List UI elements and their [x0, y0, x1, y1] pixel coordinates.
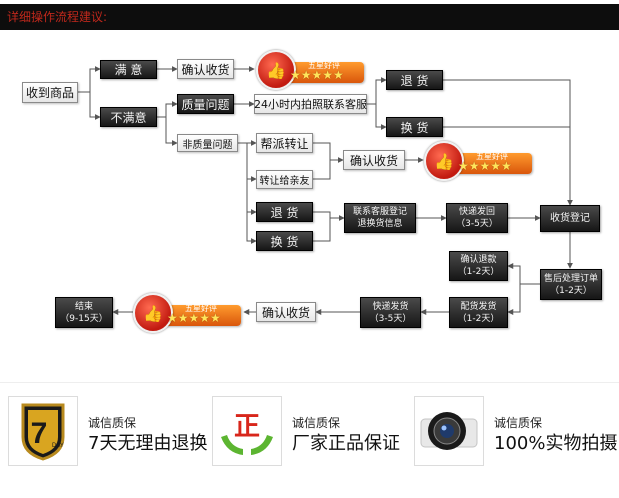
7-day-shield-icon: 7 DAY — [8, 396, 78, 466]
five-star-badge-1: 👍 五星好评 ★★★★★ — [256, 50, 364, 90]
node-quality-issue: 质量问题 — [177, 94, 234, 114]
node-satisfied: 满 意 — [100, 60, 157, 79]
guarantee-2-small: 诚信质保 — [292, 416, 341, 430]
section-title: 详细操作流程建议: — [7, 10, 108, 24]
node-end: 结束 （9-15天） — [55, 297, 113, 328]
node-confirm-receipt-1: 确认收货 — [177, 59, 234, 79]
node-exchange-2: 换 货 — [256, 231, 313, 251]
node-confirm-receipt-3: 确认收货 — [256, 302, 316, 322]
node-express-return: 快递发回 （3-5天） — [446, 203, 508, 233]
express-return-line1: 快递发回 — [458, 207, 495, 217]
node-receive-goods: 收到商品 — [22, 82, 78, 103]
node-return-2: 退 货 — [256, 202, 313, 222]
badge-stars: ★★★★★ — [167, 311, 221, 325]
dispatch-line1: 配货发货 — [460, 301, 497, 312]
node-exchange-1: 换 货 — [386, 117, 443, 137]
express-return-line2: （3-5天） — [456, 219, 498, 229]
express-ship-line2: （3-5天） — [369, 313, 412, 324]
node-return-1: 退 货 — [386, 70, 443, 90]
end-line1: 结束 — [74, 301, 93, 312]
thumbs-up-icon: 👍 — [133, 293, 173, 333]
express-ship-line1: 快递发货 — [372, 301, 409, 312]
guarantee-3-small: 诚信质保 — [494, 416, 543, 430]
camera-lens-icon — [414, 396, 484, 466]
badge-stars: ★★★★★ — [290, 68, 344, 82]
end-line2: （9-15天） — [60, 313, 108, 324]
badge-label: 五星好评 — [185, 304, 217, 313]
shield-day: DAY — [52, 443, 64, 449]
register-cs-line2: 退换货信息 — [357, 219, 403, 229]
badge-stars: ★★★★★ — [458, 159, 512, 173]
node-after-sales: 售后处理订单 （1-2天） — [540, 269, 602, 300]
guarantee-3-big: 100%实物拍摄 — [494, 433, 618, 454]
badge-label: 五星好评 — [476, 152, 508, 161]
node-help-transfer: 帮派转让 — [256, 133, 313, 153]
node-receipt-register: 收货登记 — [540, 205, 600, 232]
node-confirm-refund: 确认退款 （1-2天） — [449, 251, 508, 281]
after-sales-line1: 售后处理订单 — [543, 273, 598, 284]
node-confirm-receipt-2: 确认收货 — [343, 150, 405, 170]
section-title-bar: 详细操作流程建议: — [0, 4, 619, 30]
node-transfer-friend: 转让给亲友 — [256, 170, 313, 189]
node-dispatch: 配货发货 （1-2天） — [449, 297, 508, 328]
node-express-ship: 快递发货 （3-5天） — [360, 297, 421, 328]
node-register-cs: 联系客服登记 退换货信息 — [344, 203, 416, 233]
badge-label: 五星好评 — [308, 61, 340, 70]
thumbs-up-icon: 👍 — [256, 50, 296, 90]
confirm-refund-line1: 确认退款 — [460, 255, 497, 265]
node-non-quality-issue: 非质量问题 — [177, 134, 238, 152]
confirm-refund-line2: （1-2天） — [457, 267, 500, 277]
five-star-badge-3: 👍 五星好评 ★★★★★ — [133, 293, 241, 333]
guarantee-1-small: 诚信质保 — [88, 416, 137, 430]
genuine-character: 正 — [234, 412, 260, 442]
shield-number: 7 — [31, 417, 48, 450]
node-contact-cs-24h: 24小时内拍照联系客服 — [254, 94, 367, 114]
section-divider — [0, 382, 619, 383]
guarantee-1-big: 7天无理由退换 — [88, 433, 208, 454]
dispatch-line2: （1-2天） — [457, 313, 500, 324]
register-cs-line1: 联系客服登记 — [352, 207, 407, 217]
guarantee-2-big: 厂家正品保证 — [292, 433, 400, 454]
thumbs-up-icon: 👍 — [424, 141, 464, 181]
flow-connectors — [78, 66, 573, 315]
node-unsatisfied: 不满意 — [100, 107, 157, 127]
after-sales-line2: （1-2天） — [550, 285, 592, 296]
five-star-badge-2: 👍 五星好评 ★★★★★ — [424, 141, 532, 181]
genuine-hands-icon: 正 — [212, 396, 282, 466]
